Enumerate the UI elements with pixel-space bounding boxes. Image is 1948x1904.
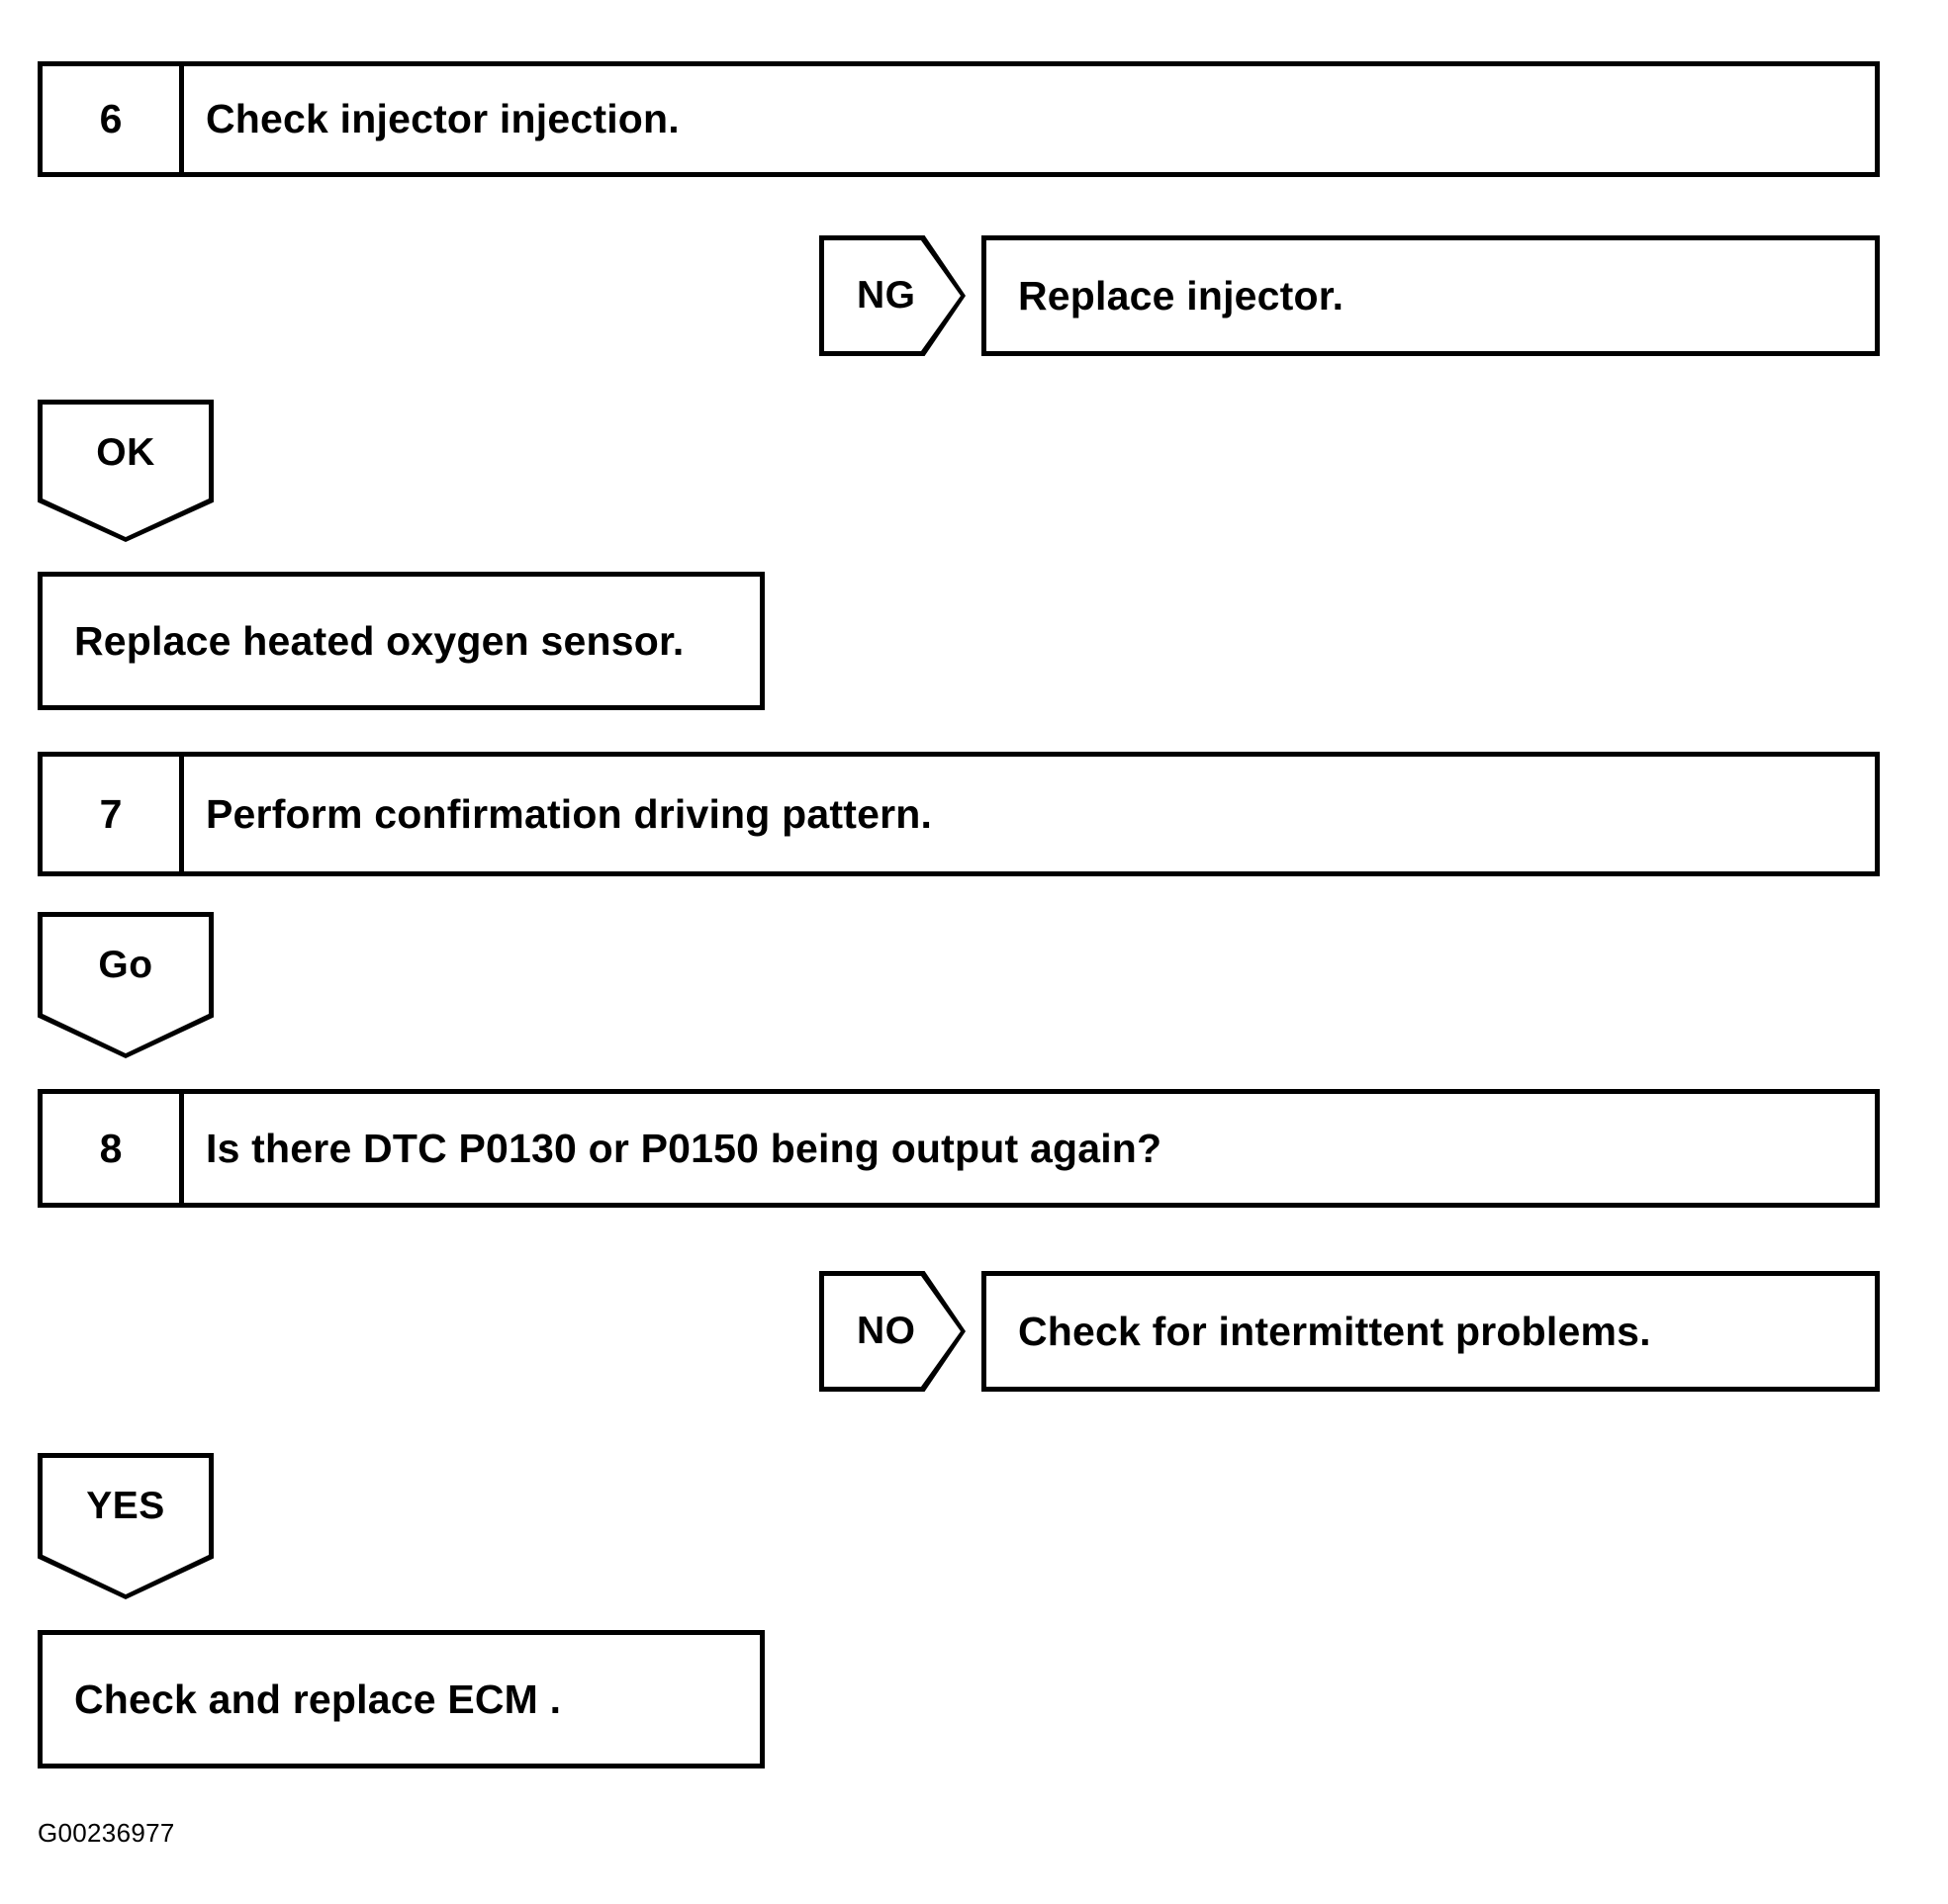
- branch-label-ng: NG: [857, 274, 916, 317]
- figure-id-label: G00236977: [38, 1818, 175, 1848]
- branch-arrow-yes: YES: [38, 1453, 214, 1599]
- branch-arrow-ng: NG: [819, 235, 966, 356]
- step-number-7: 7: [43, 757, 184, 871]
- step-text-8: Is there DTC P0130 or P0150 being output…: [206, 1125, 1162, 1171]
- step-number-6: 6: [43, 66, 184, 172]
- result-text-replace-injector: Replace injector.: [1018, 272, 1345, 318]
- branch-label-no: NO: [857, 1310, 916, 1352]
- step-text-7: Perform confirmation driving pattern.: [206, 790, 933, 837]
- step-row-6: 6 Check injector injection.: [38, 61, 1880, 177]
- branch-label-go: Go: [98, 944, 153, 986]
- branch-label-ok: OK: [96, 431, 155, 474]
- branch-arrow-ok: OK: [38, 400, 214, 542]
- result-box-replace-injector: Replace injector.: [981, 235, 1880, 356]
- branch-label-yes: YES: [86, 1485, 165, 1527]
- step-row-8: 8 Is there DTC P0130 or P0150 being outp…: [38, 1089, 1880, 1208]
- step-row-7: 7 Perform confirmation driving pattern.: [38, 752, 1880, 876]
- result-box-intermittent: Check for intermittent problems.: [981, 1271, 1880, 1392]
- step-number-8: 8: [43, 1094, 184, 1203]
- result-text-intermittent: Check for intermittent problems.: [1018, 1308, 1651, 1354]
- step-text-6: Check injector injection.: [206, 96, 680, 141]
- result-text-check-replace-ecm: Check and replace ECM .: [74, 1676, 562, 1722]
- branch-arrow-no: NO: [819, 1271, 966, 1392]
- result-text-replace-o2-sensor: Replace heated oxygen sensor.: [74, 617, 685, 664]
- branch-arrow-go: Go: [38, 912, 214, 1058]
- result-box-check-replace-ecm: Check and replace ECM .: [38, 1630, 765, 1768]
- result-box-replace-o2-sensor: Replace heated oxygen sensor.: [38, 572, 765, 710]
